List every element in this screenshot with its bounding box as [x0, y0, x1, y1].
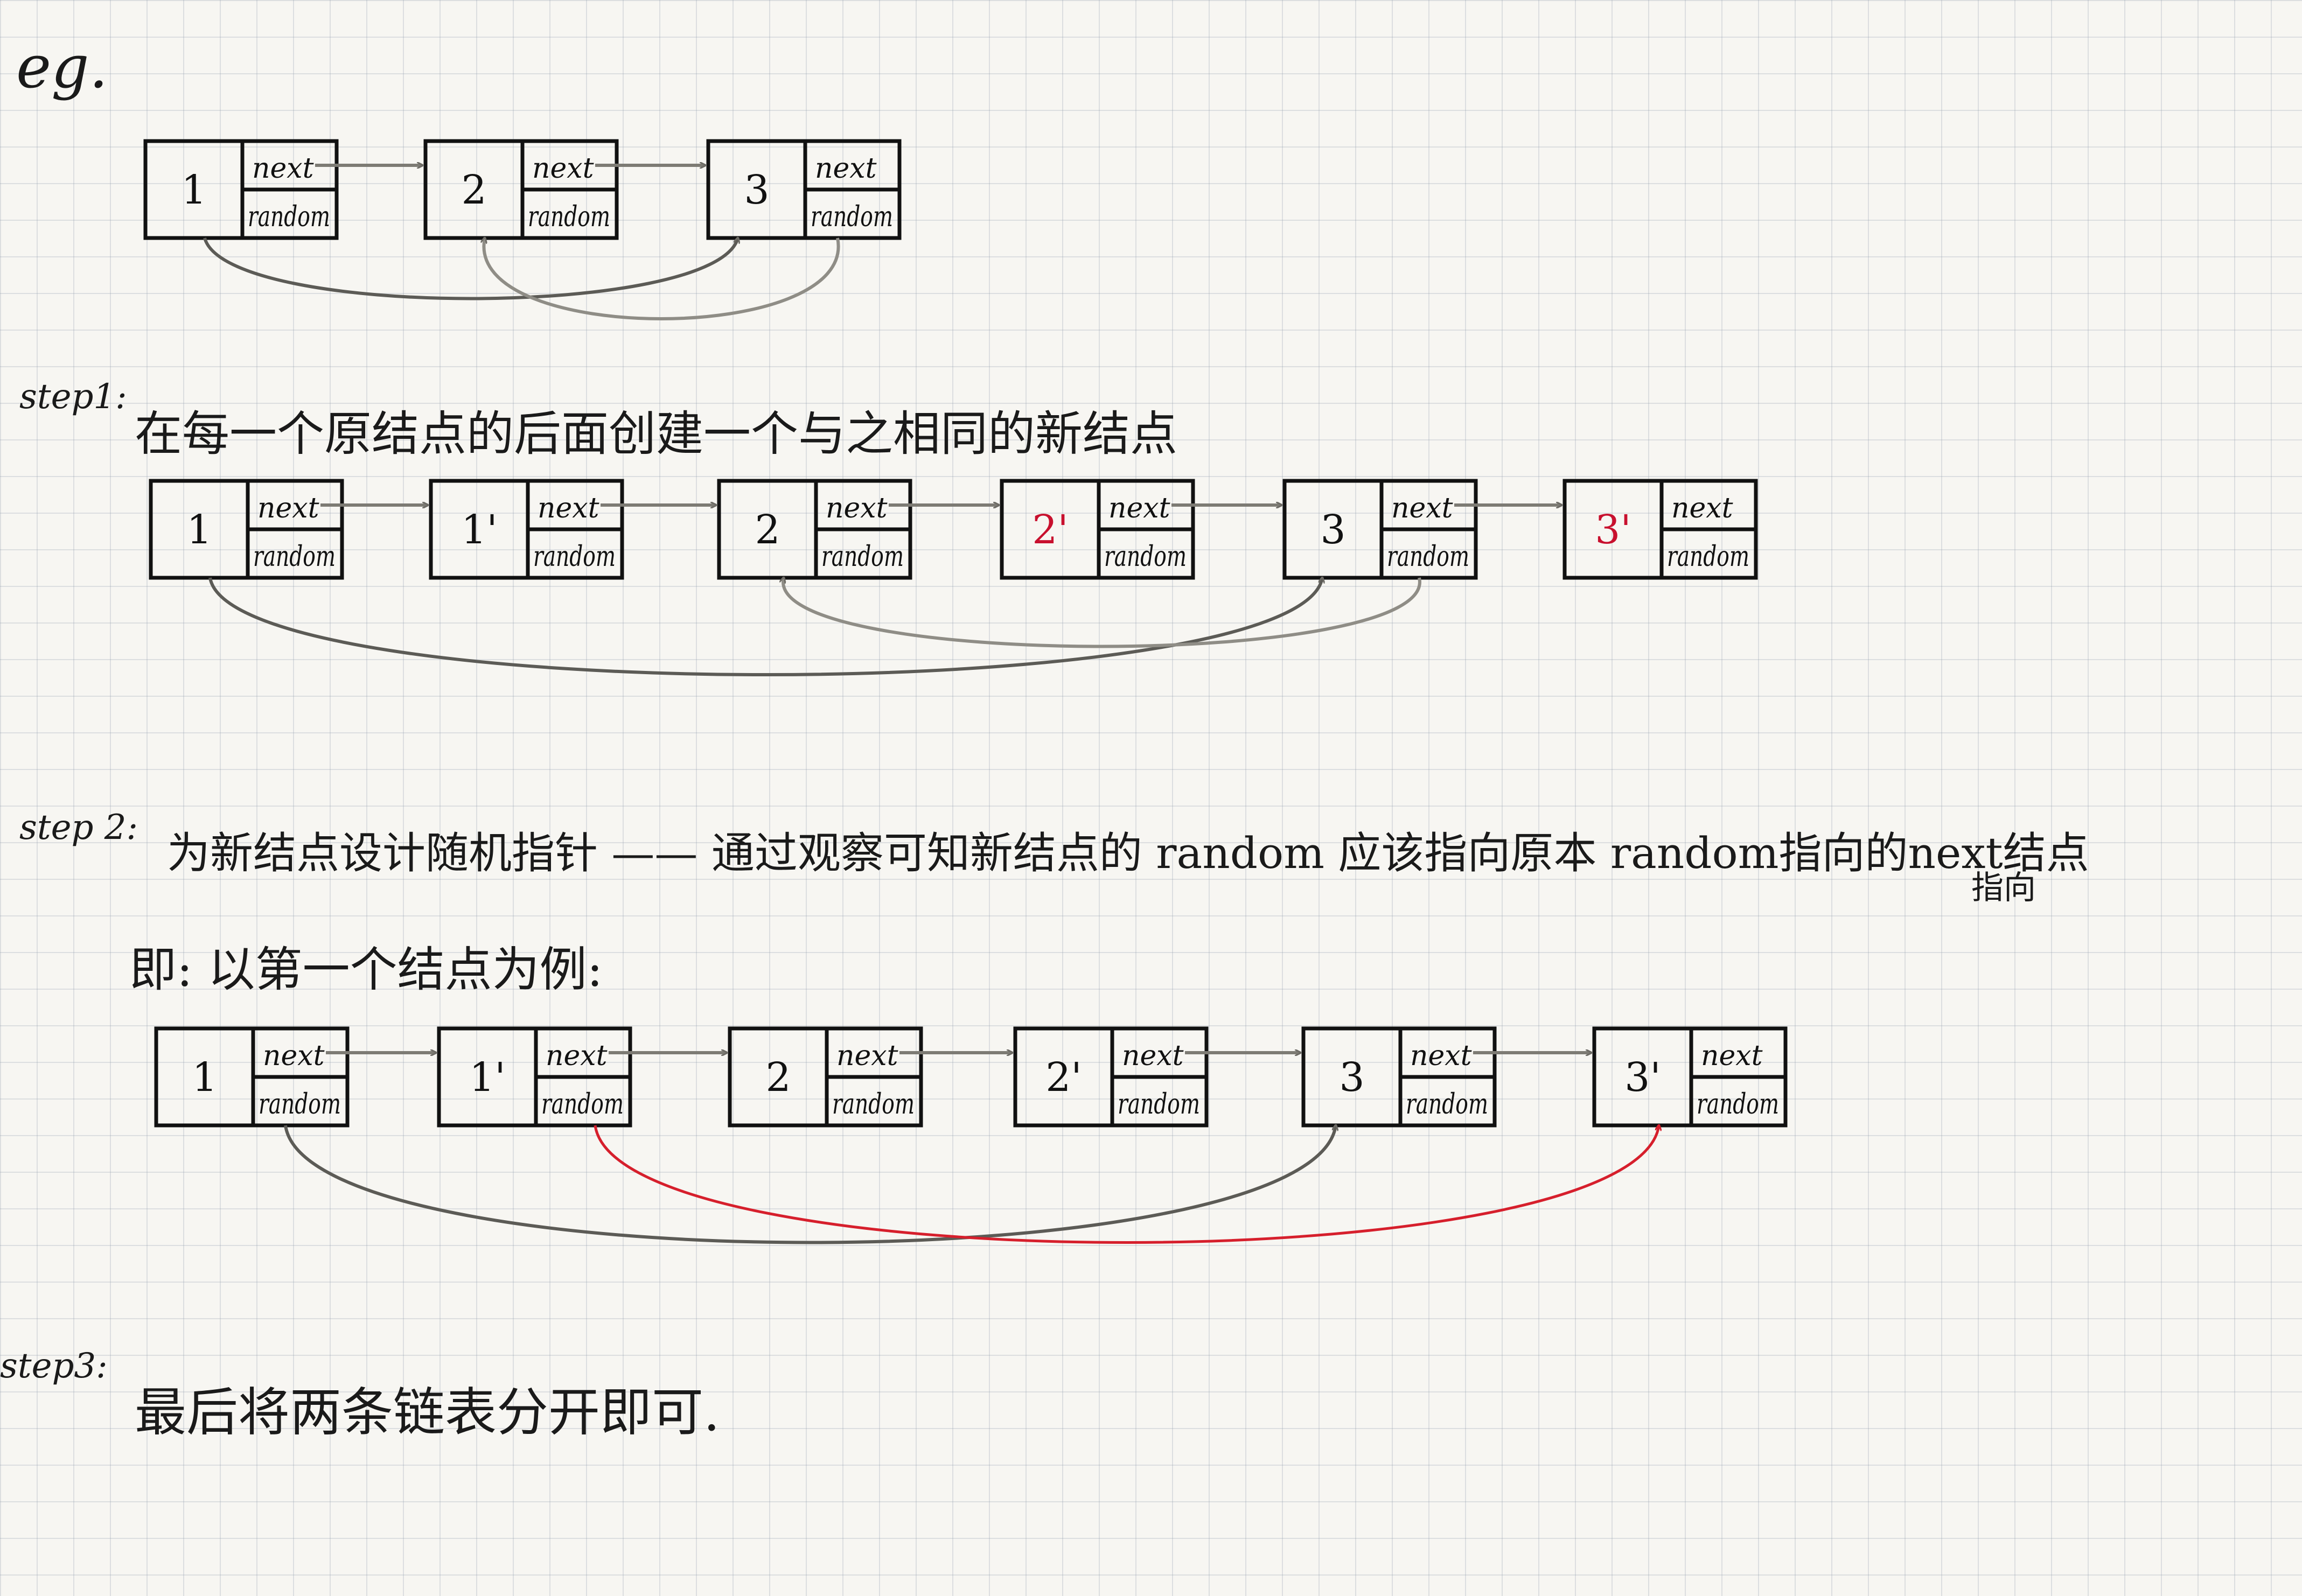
node-id-label: 1' [461, 507, 497, 553]
list-node: 3 next random [1301, 1026, 1497, 1128]
random-field-label: random [1387, 541, 1469, 573]
step1-label: step1: [19, 377, 127, 417]
list-node: 3' next random [1592, 1026, 1788, 1128]
next-field-label: next [538, 492, 599, 524]
next-field-label: next [1391, 492, 1453, 524]
node-id-label: 2' [1032, 507, 1068, 553]
node-id-label: 1 [186, 507, 212, 553]
example-list-row: 1 next random 2 next random 3 next random [143, 139, 902, 320]
step2-note: 指向 [1971, 869, 2036, 907]
node-id-label: 1 [192, 1054, 217, 1101]
node-id-label: 2 [461, 167, 486, 213]
random-pointer-arrow [594, 1125, 1659, 1244]
eg-label: eg. [16, 32, 108, 101]
list-node: 1' next random [437, 1026, 632, 1128]
example-line: 即: 以第一个结点为例: [129, 942, 603, 997]
random-field-label: random [832, 1088, 915, 1121]
random-field-label: random [528, 201, 610, 233]
next-field-label: next [1122, 1040, 1184, 1072]
next-field-label: next [252, 152, 314, 185]
step2-text: 为新结点设计随机指针 —— 通过观察可知新结点的 random 应该指向原本 r… [167, 828, 2089, 878]
list-node: 2 next random [717, 479, 912, 580]
list-node: 1 next random [149, 479, 344, 580]
next-field-label: next [546, 1040, 608, 1072]
next-field-label: next [836, 1040, 898, 1072]
list-node: 1 next random [143, 139, 339, 240]
next-field-label: next [1108, 492, 1170, 524]
step3-label: step3: [0, 1346, 108, 1386]
list-node: 2 next random [423, 139, 619, 240]
random-field-label: random [1667, 541, 1749, 573]
random-field-label: random [541, 1088, 624, 1121]
list-node: 1' next random [429, 479, 624, 580]
random-field-label: random [248, 201, 330, 233]
node-id-label: 3' [1595, 507, 1631, 553]
random-pointer-arrow [203, 238, 738, 300]
step2-list-row: 1 next random 1' next random 2 next random 2' next… [154, 1026, 1788, 1244]
node-id-label: 3 [744, 167, 769, 213]
step2-label: step 2: [19, 808, 138, 848]
next-field-label: next [1671, 492, 1733, 524]
list-node: 1 next random [154, 1026, 350, 1128]
list-node: 3 next random [706, 139, 902, 240]
random-field-label: random [259, 1088, 341, 1121]
next-field-label: next [532, 152, 594, 185]
node-id-label: 2 [755, 507, 780, 553]
node-id-label: 2 [765, 1054, 791, 1101]
node-id-label: 3' [1624, 1054, 1661, 1101]
next-field-label: next [815, 152, 877, 185]
list-node: 2 next random [728, 1026, 923, 1128]
list-node: 2' next random [1013, 1026, 1209, 1128]
random-pointer-arrow [484, 238, 840, 320]
random-field-label: random [1104, 541, 1187, 573]
next-field-label: next [826, 492, 888, 524]
step1-text: 在每一个原结点的后面创建一个与之相同的新结点 [135, 406, 1178, 461]
node-id-label: 2' [1045, 1054, 1082, 1101]
next-field-label: next [1701, 1040, 1763, 1072]
list-node: 2' next random [1000, 479, 1195, 580]
list-node: 3 next random [1282, 479, 1478, 580]
node-id-label: 3 [1339, 1054, 1364, 1101]
node-id-label: 1 [181, 167, 206, 213]
random-pointer-arrow [284, 1125, 1336, 1244]
step3-text: 最后将两条链表分开即可. [135, 1382, 720, 1443]
random-field-label: random [1406, 1088, 1488, 1121]
random-pointer-arrow [208, 578, 1322, 676]
random-field-label: random [821, 541, 904, 573]
random-field-label: random [253, 541, 336, 573]
random-field-label: random [811, 201, 893, 233]
random-pointer-arrow [783, 578, 1421, 648]
step1-list-row: 1 next random 1' next random 2 next random 2' next… [149, 479, 1758, 676]
next-field-label: next [257, 492, 319, 524]
next-field-label: next [1410, 1040, 1472, 1072]
next-field-label: next [263, 1040, 325, 1072]
random-field-label: random [533, 541, 616, 573]
list-node: 3' next random [1562, 479, 1758, 580]
node-id-label: 3 [1320, 507, 1345, 553]
node-id-label: 1' [469, 1054, 505, 1101]
random-field-label: random [1118, 1088, 1200, 1121]
random-field-label: random [1697, 1088, 1779, 1121]
